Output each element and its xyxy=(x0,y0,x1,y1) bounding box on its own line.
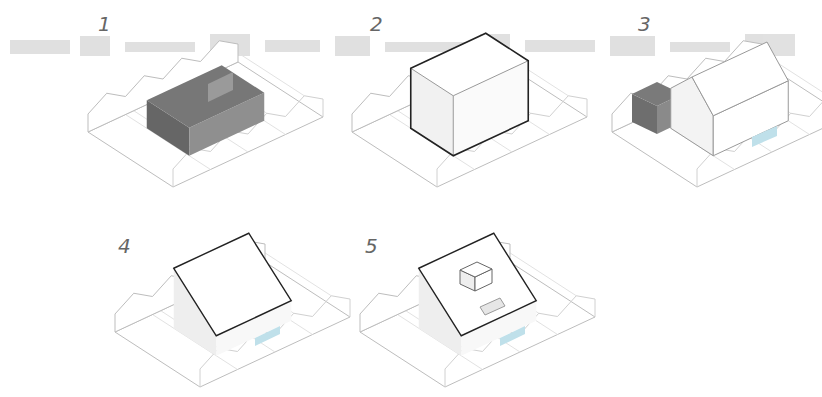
step-number: 4 xyxy=(118,236,131,256)
step-number: 1 xyxy=(98,14,111,34)
step-number: 5 xyxy=(365,236,378,256)
step-number: 2 xyxy=(370,14,383,34)
step-number: 3 xyxy=(638,14,651,34)
